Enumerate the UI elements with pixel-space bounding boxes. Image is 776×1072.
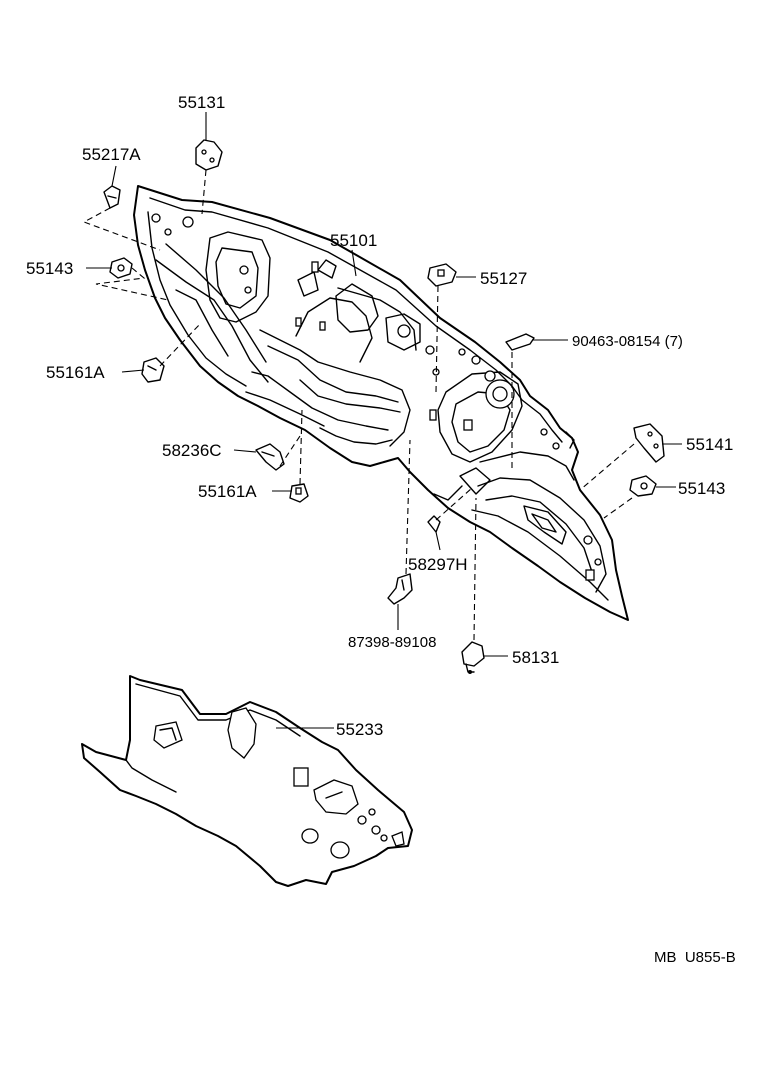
dash-insulator-55233 bbox=[81, 675, 413, 887]
label-55161A-upper: 55161A bbox=[46, 363, 105, 382]
plug-55131 bbox=[195, 139, 223, 171]
label-55161A-lower: 55161A bbox=[198, 482, 257, 501]
bracket-58236C bbox=[255, 443, 285, 471]
part-labels: 55131 55217A 55101 55143 55127 90463-081… bbox=[26, 93, 736, 966]
label-58297H: 58297H bbox=[408, 555, 468, 574]
leader-lines bbox=[86, 112, 682, 729]
clip-55143-left bbox=[109, 257, 133, 279]
label-55143-left: 55143 bbox=[26, 259, 73, 278]
label-55101: 55101 bbox=[330, 231, 377, 250]
dash-panel-55101 bbox=[133, 185, 629, 621]
clip-55127 bbox=[427, 263, 457, 287]
clip-55161A-lower bbox=[289, 483, 309, 503]
clip-55217A bbox=[103, 185, 121, 209]
label-55217A: 55217A bbox=[82, 145, 141, 164]
clip-90463-08154 bbox=[505, 333, 535, 351]
label-55143-right: 55143 bbox=[678, 479, 725, 498]
label-87398-89108: 87398-89108 bbox=[348, 634, 436, 651]
label-55127: 55127 bbox=[480, 269, 527, 288]
bracket-87398-89108 bbox=[387, 573, 413, 605]
label-90463-08154: 90463-08154 (7) bbox=[572, 333, 683, 350]
grommet-58131 bbox=[461, 641, 485, 674]
clip-55161A-upper bbox=[141, 357, 165, 383]
label-58131: 58131 bbox=[512, 648, 559, 667]
clip-58297H bbox=[427, 515, 441, 533]
bracket-55141 bbox=[633, 423, 665, 463]
clip-55143-right bbox=[629, 475, 657, 497]
label-58236C: 58236C bbox=[162, 441, 222, 460]
label-55233: 55233 bbox=[336, 720, 383, 739]
label-55131: 55131 bbox=[178, 93, 225, 112]
label-55141: 55141 bbox=[686, 435, 733, 454]
assembly-lines bbox=[82, 169, 635, 641]
figure-code: MB U855-B bbox=[654, 949, 736, 966]
